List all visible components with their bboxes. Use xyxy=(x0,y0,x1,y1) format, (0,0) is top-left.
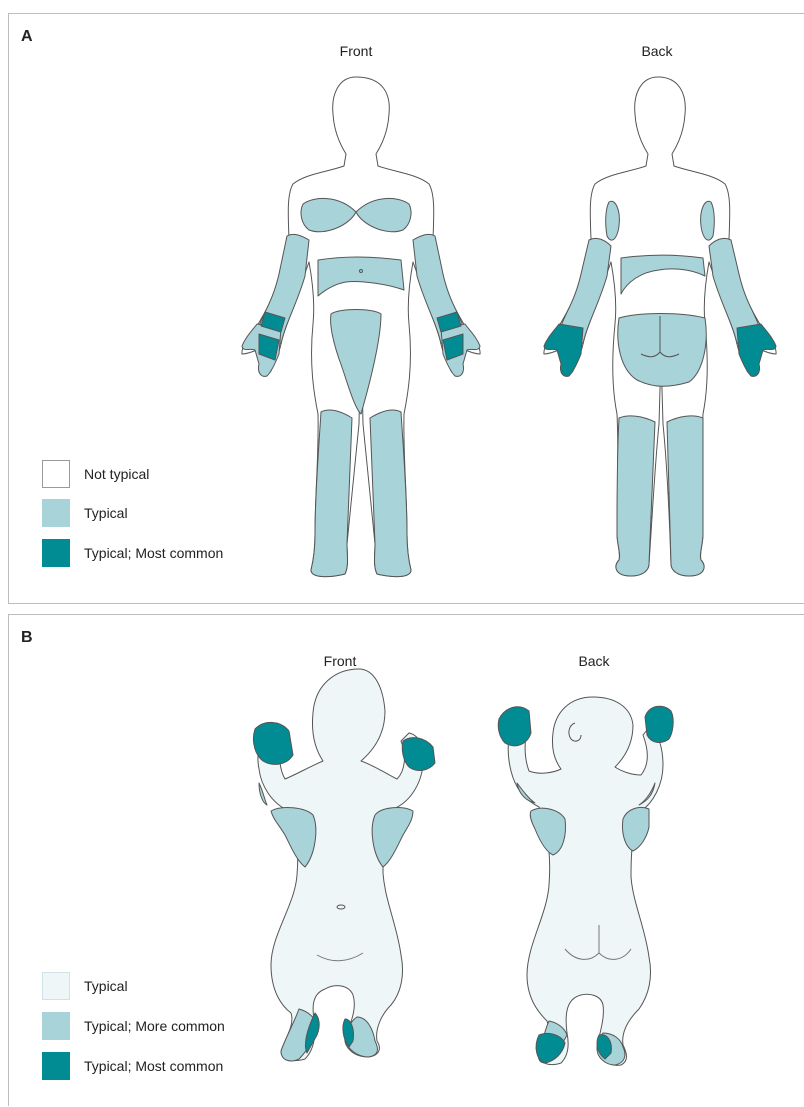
infant-back-left-scapula-patch xyxy=(622,807,649,851)
infant-front-right-axilla-patch xyxy=(271,808,316,867)
adult-back-figure xyxy=(544,77,776,576)
legend-label: Typical; More common xyxy=(84,1018,225,1034)
legend-item-most-common: Typical; Most common xyxy=(42,1052,262,1082)
legend-swatch xyxy=(42,460,70,488)
infant-front-left-axilla-patch xyxy=(372,808,413,867)
legend-swatch xyxy=(42,539,70,567)
adult-front-left-lower-leg xyxy=(370,410,411,577)
adult-back-left-shoulder-patch xyxy=(701,201,715,240)
infant-back-right-hand-dark xyxy=(498,707,531,746)
legend-label: Typical; Most common xyxy=(84,1058,223,1074)
infant-front-figure xyxy=(253,669,435,1061)
adult-front-right-lower-leg xyxy=(311,410,352,577)
legend-item-more-common: Typical; More common xyxy=(42,1012,262,1042)
legend-label: Typical; Most common xyxy=(84,545,223,561)
legend-label: Not typical xyxy=(84,466,149,482)
infant-back-figure xyxy=(498,697,673,1065)
adult-back-buttocks-patch xyxy=(618,314,706,387)
adult-back-right-lower-leg xyxy=(616,416,655,576)
panel-b: B Front Back xyxy=(8,614,804,1106)
infant-back-body xyxy=(508,697,663,1065)
adult-back-left-lower-leg xyxy=(667,416,704,576)
adult-front-figure xyxy=(242,77,480,577)
legend-label: Typical xyxy=(84,978,128,994)
legend-swatch xyxy=(42,972,70,1000)
legend-swatch xyxy=(42,1052,70,1080)
legend-label: Typical xyxy=(84,505,128,521)
legend-swatch xyxy=(42,499,70,527)
legend-item-typical: Typical xyxy=(42,499,262,529)
infant-back-left-hand-dark xyxy=(645,706,673,742)
legend-item-typical: Typical xyxy=(42,972,262,1002)
legend-item-most-common: Typical; Most common xyxy=(42,539,262,569)
infant-front-right-hand-dark xyxy=(253,722,293,764)
infant-front-left-hand-dark xyxy=(402,738,435,771)
adult-back-right-shoulder-patch xyxy=(606,201,620,240)
legend-item-not-typical: Not typical xyxy=(42,460,262,490)
legend-swatch xyxy=(42,1012,70,1040)
panel-a: A Front Back xyxy=(8,13,804,604)
infant-back-right-scapula-patch xyxy=(530,808,565,855)
